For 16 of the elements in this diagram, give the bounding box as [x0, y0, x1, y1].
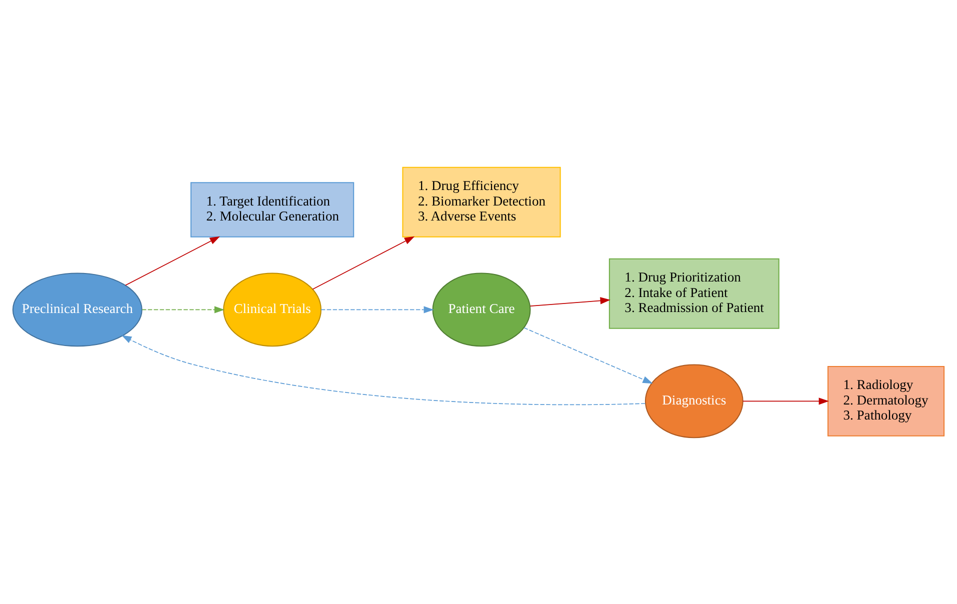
- node-ellipse: Preclinical Research: [12, 272, 142, 346]
- node-ellipse: Diagnostics: [644, 364, 744, 438]
- node-box: 1. Radiology 2. Dermatology 3. Pathology: [827, 365, 945, 436]
- arrow: [530, 296, 610, 306]
- node-box: 1. Drug Prioritization 2. Intake of Patient 3. Readmission of Patient: [608, 258, 780, 328]
- arrow: [312, 236, 415, 290]
- node-box: 1. Drug Efficiency 2. Biomarker Detection 3. Adverse Events: [402, 166, 561, 237]
- arrow: [320, 306, 434, 313]
- arrow: [125, 236, 220, 286]
- node-ellipse: Clinical Trials: [223, 272, 322, 346]
- arrow: [142, 306, 225, 313]
- arrow: [121, 334, 646, 405]
- node-box: 1. Target Identification 2. Molecular Generation: [190, 182, 354, 237]
- node-ellipse: Patient Care: [432, 272, 531, 346]
- arrow: [524, 326, 653, 384]
- arrow: [742, 397, 829, 404]
